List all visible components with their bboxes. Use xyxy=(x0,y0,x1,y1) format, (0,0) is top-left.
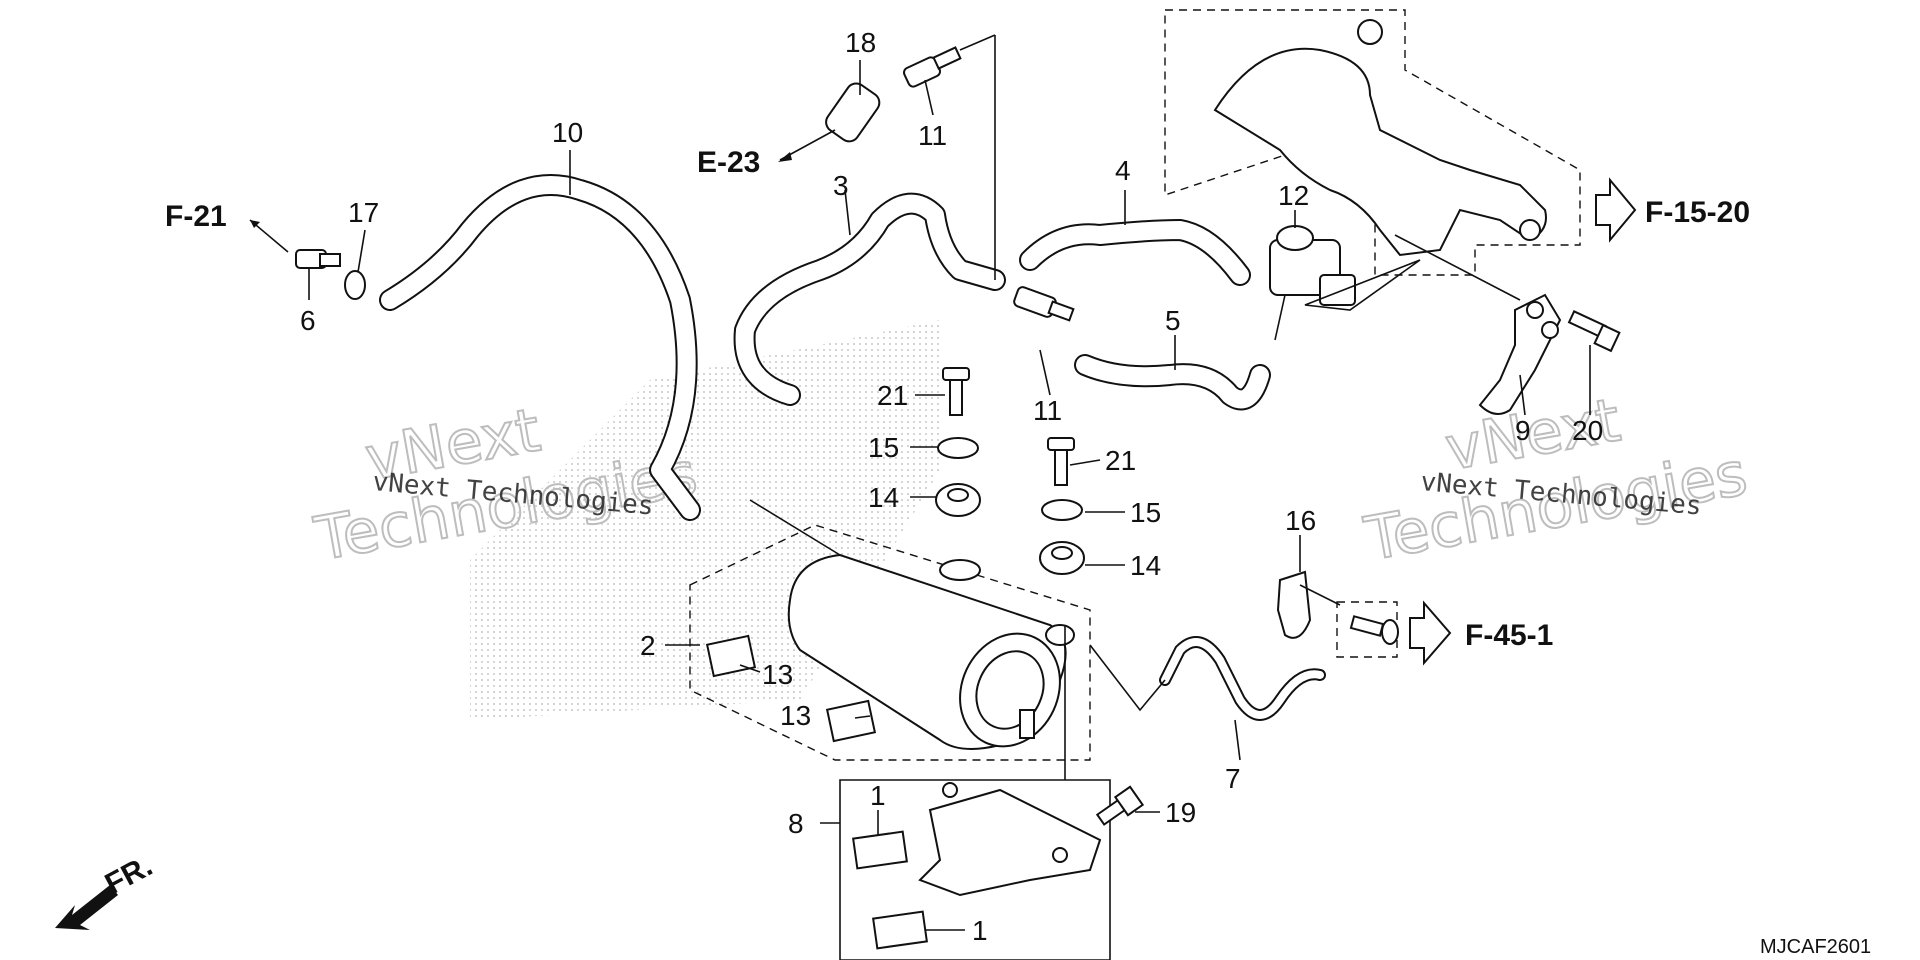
callout-9: 9 xyxy=(1515,415,1531,446)
callout-4: 4 xyxy=(1115,155,1131,186)
arrow-f1520 xyxy=(1595,177,1637,243)
bolt-21-right xyxy=(1047,437,1075,486)
ref-f21[interactable]: F-21 xyxy=(165,200,227,233)
pad-1-upper xyxy=(852,830,908,870)
main-bracket xyxy=(1213,19,1547,257)
hose-10 xyxy=(379,174,701,521)
callout-12: 12 xyxy=(1278,180,1309,211)
leader-lines xyxy=(249,34,1591,931)
joint-11-top xyxy=(903,46,962,88)
clip-17 xyxy=(344,270,366,300)
front-arrow-icon xyxy=(55,885,118,930)
washer-15-right xyxy=(1041,499,1083,521)
bolt-19 xyxy=(1095,785,1145,826)
hose-7 xyxy=(1159,636,1326,721)
callout-17: 17 xyxy=(348,197,379,228)
hose-3 xyxy=(733,192,1006,406)
callout-11-middle: 11 xyxy=(1033,395,1062,426)
hose-4 xyxy=(1019,219,1251,286)
callout-16: 16 xyxy=(1285,505,1316,536)
joint-6 xyxy=(295,249,341,269)
callout-3: 3 xyxy=(833,170,849,201)
callout-1-upper: 1 xyxy=(870,780,886,811)
bolt-21-left xyxy=(942,367,970,416)
callout-14-left: 14 xyxy=(868,482,899,513)
callout-1-lower: 1 xyxy=(972,915,988,946)
callout-13-lower: 13 xyxy=(780,700,811,731)
callout-13-upper: 13 xyxy=(762,659,793,690)
callout-19: 19 xyxy=(1165,797,1196,828)
hose-5 xyxy=(1074,354,1271,411)
arrow-f451 xyxy=(1409,600,1452,666)
callout-11-top: 11 xyxy=(918,120,947,151)
callout-8: 8 xyxy=(788,808,804,839)
callouts: 10 17 6 18 11 3 4 12 5 11 9 20 21 15 14 … xyxy=(300,27,1603,946)
canister-outline-box xyxy=(689,524,1091,761)
bracket-outline-box xyxy=(1164,9,1581,276)
grommet-14-right xyxy=(1039,541,1085,575)
joint-11-middle xyxy=(1013,286,1075,322)
ref-f1520[interactable]: F-15-20 xyxy=(1645,196,1750,229)
solenoid-valve-12 xyxy=(1269,225,1356,341)
diagram-code: MJCAF2601 xyxy=(1760,936,1871,958)
callout-14-right: 14 xyxy=(1130,550,1161,581)
callout-20: 20 xyxy=(1572,415,1603,446)
callout-6: 6 xyxy=(300,305,316,336)
ref-e23[interactable]: E-23 xyxy=(697,146,760,179)
callout-2: 2 xyxy=(640,630,656,661)
washer-15-left xyxy=(937,437,979,459)
callout-21-right: 21 xyxy=(1105,445,1136,476)
callout-15-right: 15 xyxy=(1130,497,1161,528)
callout-5: 5 xyxy=(1165,305,1181,336)
ref-f451[interactable]: F-45-1 xyxy=(1465,619,1553,652)
grommet-14-left xyxy=(935,483,981,517)
bracket-9 xyxy=(1478,293,1562,415)
callout-7: 7 xyxy=(1225,763,1241,794)
clamp-16 xyxy=(1276,570,1312,639)
leader-bracket-to-solenoid xyxy=(1304,259,1421,311)
bolt-20 xyxy=(1567,310,1621,353)
leader-canister-to-hose7 xyxy=(1089,644,1166,712)
callout-18: 18 xyxy=(845,27,876,58)
callout-10: 10 xyxy=(552,117,583,148)
callout-21-left: 21 xyxy=(877,380,908,411)
canister-2 xyxy=(787,553,1075,750)
watermark-right: vNext Technologies vNext Technologies xyxy=(1358,384,1753,576)
pad-1-lower xyxy=(872,910,928,950)
callout-15-left: 15 xyxy=(868,432,899,463)
bracket-8 xyxy=(918,782,1102,897)
mount-hole-left xyxy=(939,559,981,581)
bolt-f45 xyxy=(1349,615,1399,645)
bracket-8-box xyxy=(839,779,1111,960)
pad-13-lower xyxy=(825,699,877,743)
tube-18 xyxy=(825,82,881,143)
